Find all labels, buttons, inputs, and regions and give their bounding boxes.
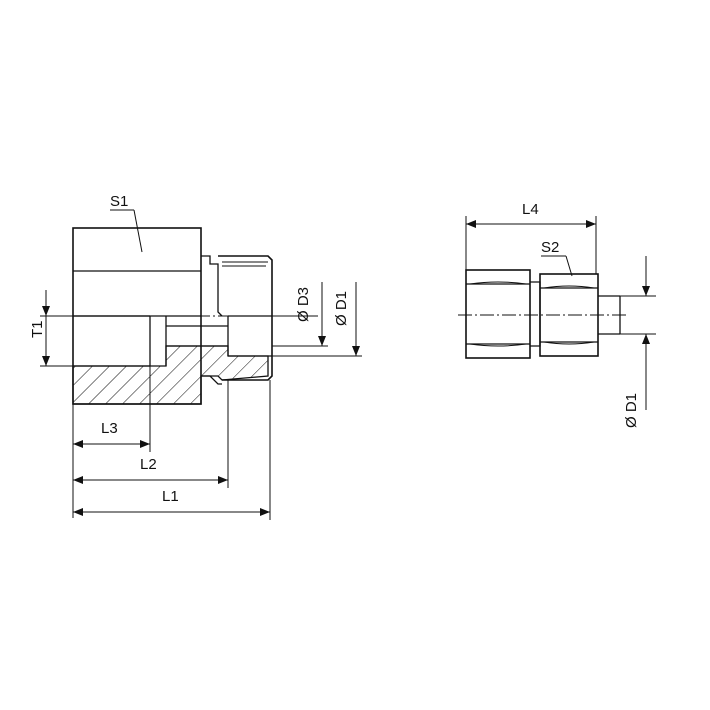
compression-fitting-view <box>458 269 628 359</box>
label-s2: S2 <box>541 239 559 256</box>
adapter-fitting-section <box>42 227 290 405</box>
dimension-l4: L4 <box>465 201 597 274</box>
label-d1-left: Ø D1 <box>333 291 350 326</box>
threaded-spigot <box>218 255 273 381</box>
label-t1: T1 <box>29 320 46 338</box>
tube <box>598 295 620 335</box>
dimension-l3: L3 <box>72 366 151 518</box>
hex-nut-large <box>465 269 531 359</box>
label-l3: L3 <box>101 420 118 437</box>
label-d1-right: Ø D1 <box>623 393 640 428</box>
label-l4: L4 <box>522 201 539 218</box>
dimension-l1: L1 <box>73 380 271 520</box>
dimension-d1-right: Ø D1 <box>620 256 656 428</box>
label-s1: S1 <box>110 193 128 210</box>
dimension-d3: Ø D3 <box>272 282 328 347</box>
dimension-t1: T1 <box>29 290 73 367</box>
dimension-d1-left: Ø D1 <box>268 282 362 357</box>
leader-s1-slant <box>133 209 143 253</box>
label-s2-group: S2 <box>541 239 573 277</box>
label-l2: L2 <box>140 456 157 473</box>
label-d3: Ø D3 <box>295 287 312 322</box>
section-hatch <box>72 345 269 405</box>
body-connection <box>530 281 541 347</box>
dimension-l2: L2 <box>73 380 229 488</box>
label-s1-group: S1 <box>110 193 143 253</box>
label-l1: L1 <box>162 488 179 505</box>
